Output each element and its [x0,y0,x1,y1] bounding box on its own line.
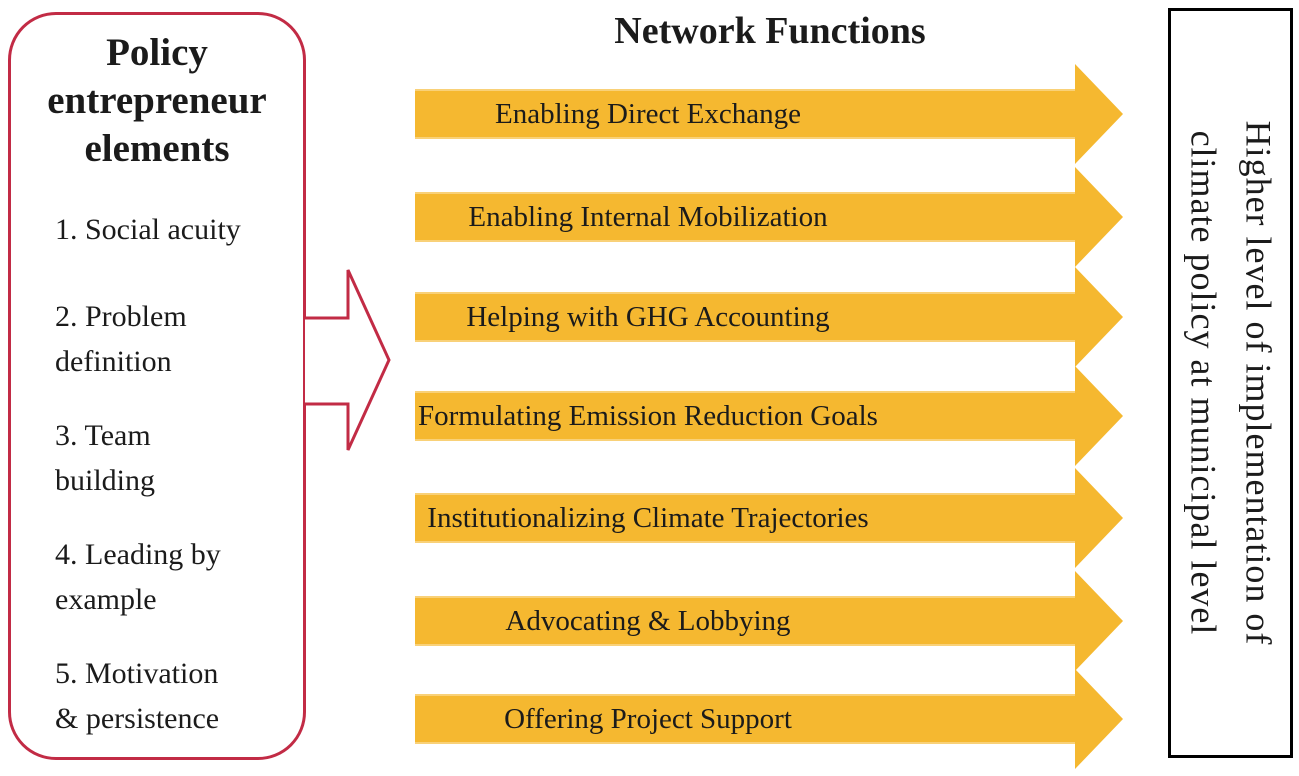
function-arrow-label: Helping with GHG Accounting [466,301,830,333]
outcome-box: Higher level of implementation of climat… [1168,8,1293,758]
arrow-body [415,596,1075,646]
function-arrow: Enabling Direct Exchange [415,64,1125,164]
policy-entrepreneur-box: Policy entrepreneur elements 1. Social a… [8,12,306,760]
list-item-line: & persistence [55,702,220,735]
function-arrow-label: Offering Project Support [504,703,792,735]
function-arrow: Helping with GHG Accounting [415,267,1125,367]
policy-entrepreneur-list: 1. Social acuity 2. Problem definition 3… [11,207,303,741]
outcome-rotated-text: Higher level of implementation of climat… [1171,11,1290,755]
list-item-line: building [55,464,156,497]
arrow-body [415,89,1075,139]
list-item-line: example [55,583,157,616]
arrow-body [415,493,1075,543]
function-arrow: Advocating & Lobbying [415,571,1125,671]
function-arrow-label: Enabling Internal Mobilization [468,201,828,233]
list-item-line: 2. Problem [55,300,187,333]
list-item: 3. Team building [55,413,291,503]
function-arrow-label: Advocating & Lobbying [505,605,791,637]
function-arrow: Offering Project Support [415,669,1125,769]
callout-right-arrow-icon [305,269,391,451]
arrow-head-icon [1075,267,1123,367]
outcome-text-line: climate policy at municipal level [1183,130,1224,636]
arrow-body [415,192,1075,242]
list-item: 5. Motivation & persistence [55,651,291,741]
list-item-line: 1. Social acuity [55,213,241,246]
function-arrow: Institutionalizing Climate Trajectories [415,468,1125,568]
arrow-head-icon [1075,64,1123,164]
list-item-line: 5. Motivation [55,657,219,690]
function-arrow-label: Institutionalizing Climate Trajectories [427,502,869,534]
arrow-body [415,292,1075,342]
outcome-text-line: Higher level of implementation of [1238,120,1279,646]
list-item-line: definition [55,345,172,378]
list-item: 2. Problem definition [55,294,291,384]
function-arrow: Formulating Emission Reduction Goals [415,366,1125,466]
arrow-head-icon [1075,571,1123,671]
list-item: 1. Social acuity [55,207,291,252]
arrow-head-icon [1075,366,1123,466]
arrow-body [415,391,1075,441]
arrow-head-icon [1075,468,1123,568]
policy-entrepreneur-title: Policy entrepreneur elements [47,31,267,170]
function-arrow-label: Formulating Emission Reduction Goals [418,400,878,432]
function-arrow-label: Enabling Direct Exchange [495,98,801,130]
list-item-line: 4. Leading by [55,538,221,571]
arrow-head-icon [1075,167,1123,267]
list-item: 4. Leading by example [55,532,291,622]
function-arrow: Enabling Internal Mobilization [415,167,1125,267]
arrow-head-icon [1075,669,1123,769]
network-functions-title: Network Functions [614,10,926,52]
list-item-line: 3. Team [55,419,151,452]
arrow-body [415,694,1075,744]
